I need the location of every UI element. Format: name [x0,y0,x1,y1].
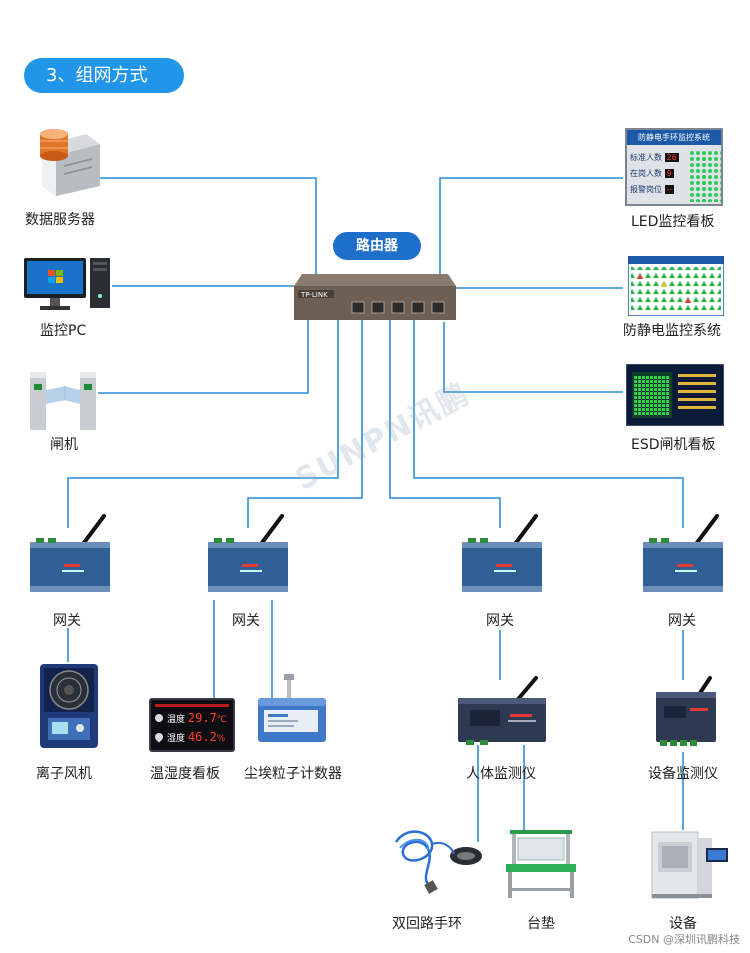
gateway-label-1: 网关 [53,613,81,629]
gateway-icon-3 [462,514,542,592]
esd-monitor-system-label: 防静电监控系统 [623,323,721,339]
line-router-gw1 [67,318,339,528]
wrist-strap-label: 双回路手环 [392,916,462,932]
gateway-label-2: 网关 [232,613,260,629]
led-row1-value: 26 [664,153,679,162]
ion-fan-icon [40,664,98,748]
th-temp-label: 温度 [167,715,186,725]
esd-gate-board-icon [626,364,724,426]
pc-icon [24,258,110,310]
line-server-router [100,177,317,275]
equipment-label: 设备 [669,916,697,932]
line-router-gw2 [247,318,363,528]
led-row2-value: 9 [664,169,674,178]
th-hum-label: 湿度 [167,734,186,744]
server-icon [40,129,100,196]
esd-gate-board-label: ESD闸机看板 [631,437,716,453]
led-row1-label: 标准人数 [630,153,662,162]
line-turnstile-router [98,320,309,394]
ion-fan-label: 离子风机 [36,766,92,782]
droplet-icon [153,731,165,743]
workbench-mat-icon [506,830,576,898]
router-label: 路由器 [333,232,421,260]
temp-humidity-board-icon: 温度 29.7℃ 湿度 46.2% [149,698,235,752]
router-icon: TP-LINK [294,274,456,320]
wrist-strap-icon [394,830,482,894]
led-row2-label: 在岗人数 [630,169,662,178]
led-board-title: 防静电手环监控系统 [627,130,721,145]
turnstile-label: 闸机 [50,437,78,453]
line-led-router [439,177,623,275]
equipment-monitor-label: 设备监测仪 [648,766,718,782]
particle-counter-label: 尘埃粒子计数器 [244,766,342,782]
equipment-icon [651,831,728,899]
led-dot-matrix [689,150,721,202]
gateway-label-3: 网关 [486,613,514,629]
line-esd-gate-router [443,322,623,393]
footer-credit: CSDN @深圳讯鹏科技 [628,933,740,946]
led-row3-value: -- [664,185,675,194]
body-monitor-label: 人体监测仪 [466,766,536,782]
turnstile-icon [30,372,96,430]
led-board-icon: 防静电手环监控系统 标准人数 26 在岗人数 9 报警岗位 -- [625,128,723,206]
esd-monitor-system-icon [628,256,724,316]
th-temp-value: 29.7 [187,711,217,725]
th-hum-unit: % [216,734,226,744]
pc-label: 监控PC [40,323,87,339]
temp-humidity-board-label: 温湿度看板 [150,766,220,782]
th-hum-value: 46.2 [187,730,217,744]
section-title: 3、组网方式 [24,58,184,93]
gateway-icon-4 [643,514,723,592]
equipment-monitor-icon [656,676,716,746]
thermometer-icon [155,714,163,722]
workbench-mat-label: 台垫 [527,916,555,932]
gateway-icon-2 [208,514,288,592]
router-brand: TP-LINK [300,291,328,299]
gateway-label-4: 网关 [668,613,696,629]
particle-counter-icon [258,674,326,742]
th-temp-unit: ℃ [216,715,227,725]
body-monitor-icon [458,676,546,745]
led-board-label: LED监控看板 [631,214,715,230]
server-label: 数据服务器 [25,212,95,228]
line-router-gw4 [413,318,684,528]
line-router-gw3 [389,318,501,528]
gateway-icon-1 [30,514,110,592]
led-row3-label: 报警岗位 [630,185,662,194]
